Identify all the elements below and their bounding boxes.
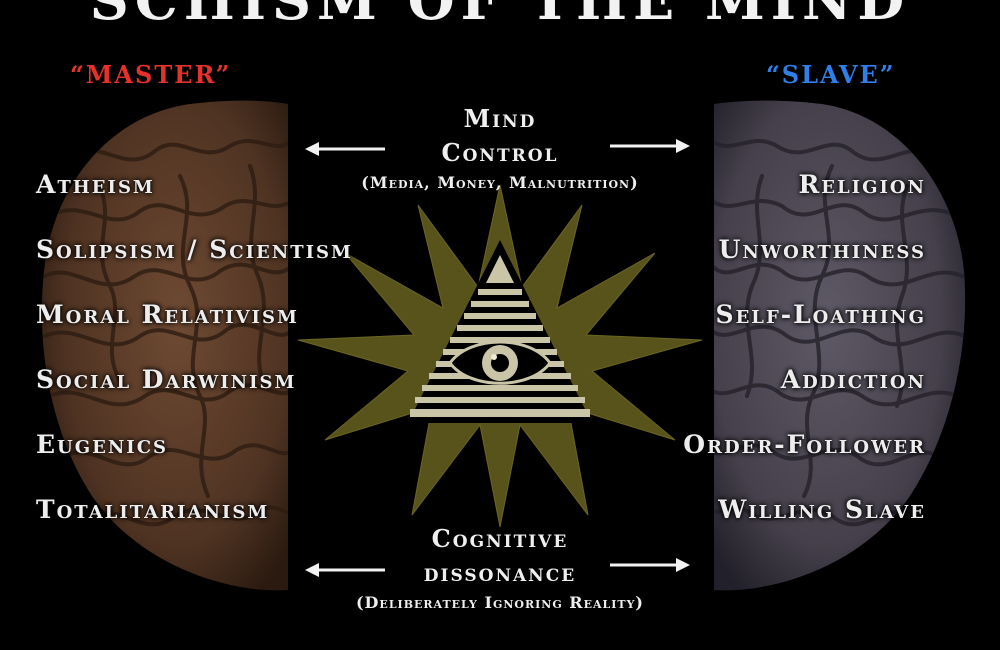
slave-item-self-loathing: Self-Loathing — [715, 300, 926, 329]
arrow-right-icon — [610, 139, 690, 153]
master-item-social-darwinism: Social Darwinism — [36, 365, 297, 394]
cognitive-dissonance-line1: Cognitive — [431, 524, 569, 553]
master-item-moral-relativism: Moral Relativism — [36, 300, 299, 329]
master-item-totalitarianism: Totalitarianism — [36, 495, 270, 524]
mind-control-line1: Mind — [463, 104, 537, 133]
mind-control-label: Mind Control (Media, Money, Malnutrition… — [290, 102, 710, 194]
mind-control-line2: Control — [441, 138, 559, 167]
slave-item-order-follower: Order-Follower — [683, 430, 926, 459]
master-heading: “MASTER” — [70, 60, 232, 89]
master-item-solipsism-scientism: Solipsism / Scientism — [36, 235, 353, 264]
cognitive-dissonance-line2: dissonance — [423, 558, 577, 587]
master-item-atheism: Atheism — [36, 170, 155, 199]
slave-item-willing-slave: Willing Slave — [718, 495, 926, 524]
slave-heading: “SLAVE” — [766, 60, 896, 89]
arrow-right-icon — [610, 558, 690, 572]
mind-control-subtitle: (Media, Money, Malnutrition) — [361, 173, 639, 192]
slave-item-unworthiness: Unworthiness — [718, 235, 926, 264]
page-title: Schism of the Mind — [89, 0, 911, 32]
slave-list: Religion Unworthiness Self-Loathing Addi… — [563, 170, 963, 560]
slave-item-religion: Religion — [798, 170, 926, 199]
arrow-left-icon — [305, 563, 385, 577]
cognitive-dissonance-label: Cognitive dissonance (Deliberately Ignor… — [290, 522, 710, 614]
brain-left-hemisphere-icon — [41, 100, 288, 591]
cognitive-dissonance-subtitle: (Deliberately Ignoring Reality) — [355, 593, 644, 612]
brain-right-hemisphere-icon — [714, 100, 966, 591]
master-list: Atheism Solipsism / Scientism Moral Rela… — [36, 170, 436, 560]
arrow-left-icon — [305, 142, 385, 156]
eye-of-providence-icon — [297, 184, 703, 528]
slave-item-addiction: Addiction — [780, 365, 926, 394]
master-item-eugenics: Eugenics — [36, 430, 169, 459]
